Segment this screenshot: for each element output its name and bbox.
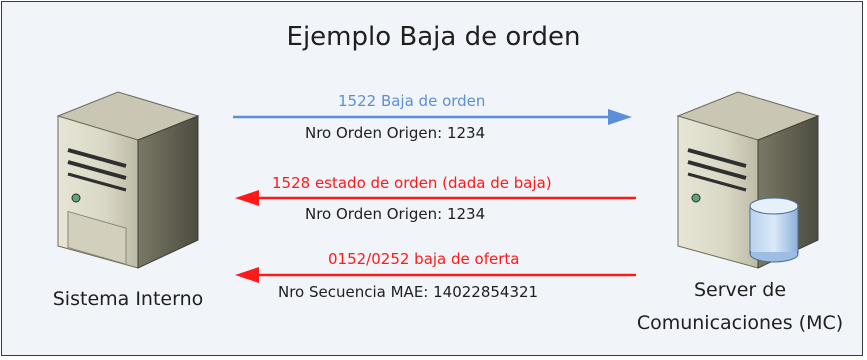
message-3-label: 0152/0252 baja de oferta (328, 250, 520, 268)
arrow-1528-left (235, 190, 636, 206)
message-3-detail: Nro Secuencia MAE: 14022854321 (278, 283, 539, 301)
message-1-label: 1522 Baja de orden (338, 92, 486, 110)
left-server-icon (56, 91, 200, 269)
right-node-label-line2: Comunicaciones (MC) (636, 312, 844, 334)
diagram-title: Ejemplo Baja de orden (286, 22, 581, 52)
arrow-0152-left (235, 267, 636, 283)
arrow-1522-right (233, 109, 632, 125)
message-2-label: 1528 estado de orden (dada de baja) (272, 174, 552, 192)
right-node-label-line1: Server de (693, 279, 787, 301)
message-1-detail: Nro Orden Origen: 1234 (305, 124, 486, 142)
database-icon (749, 197, 799, 263)
message-2-detail: Nro Orden Origen: 1234 (305, 205, 486, 223)
left-node-label: Sistema Interno (52, 288, 204, 310)
